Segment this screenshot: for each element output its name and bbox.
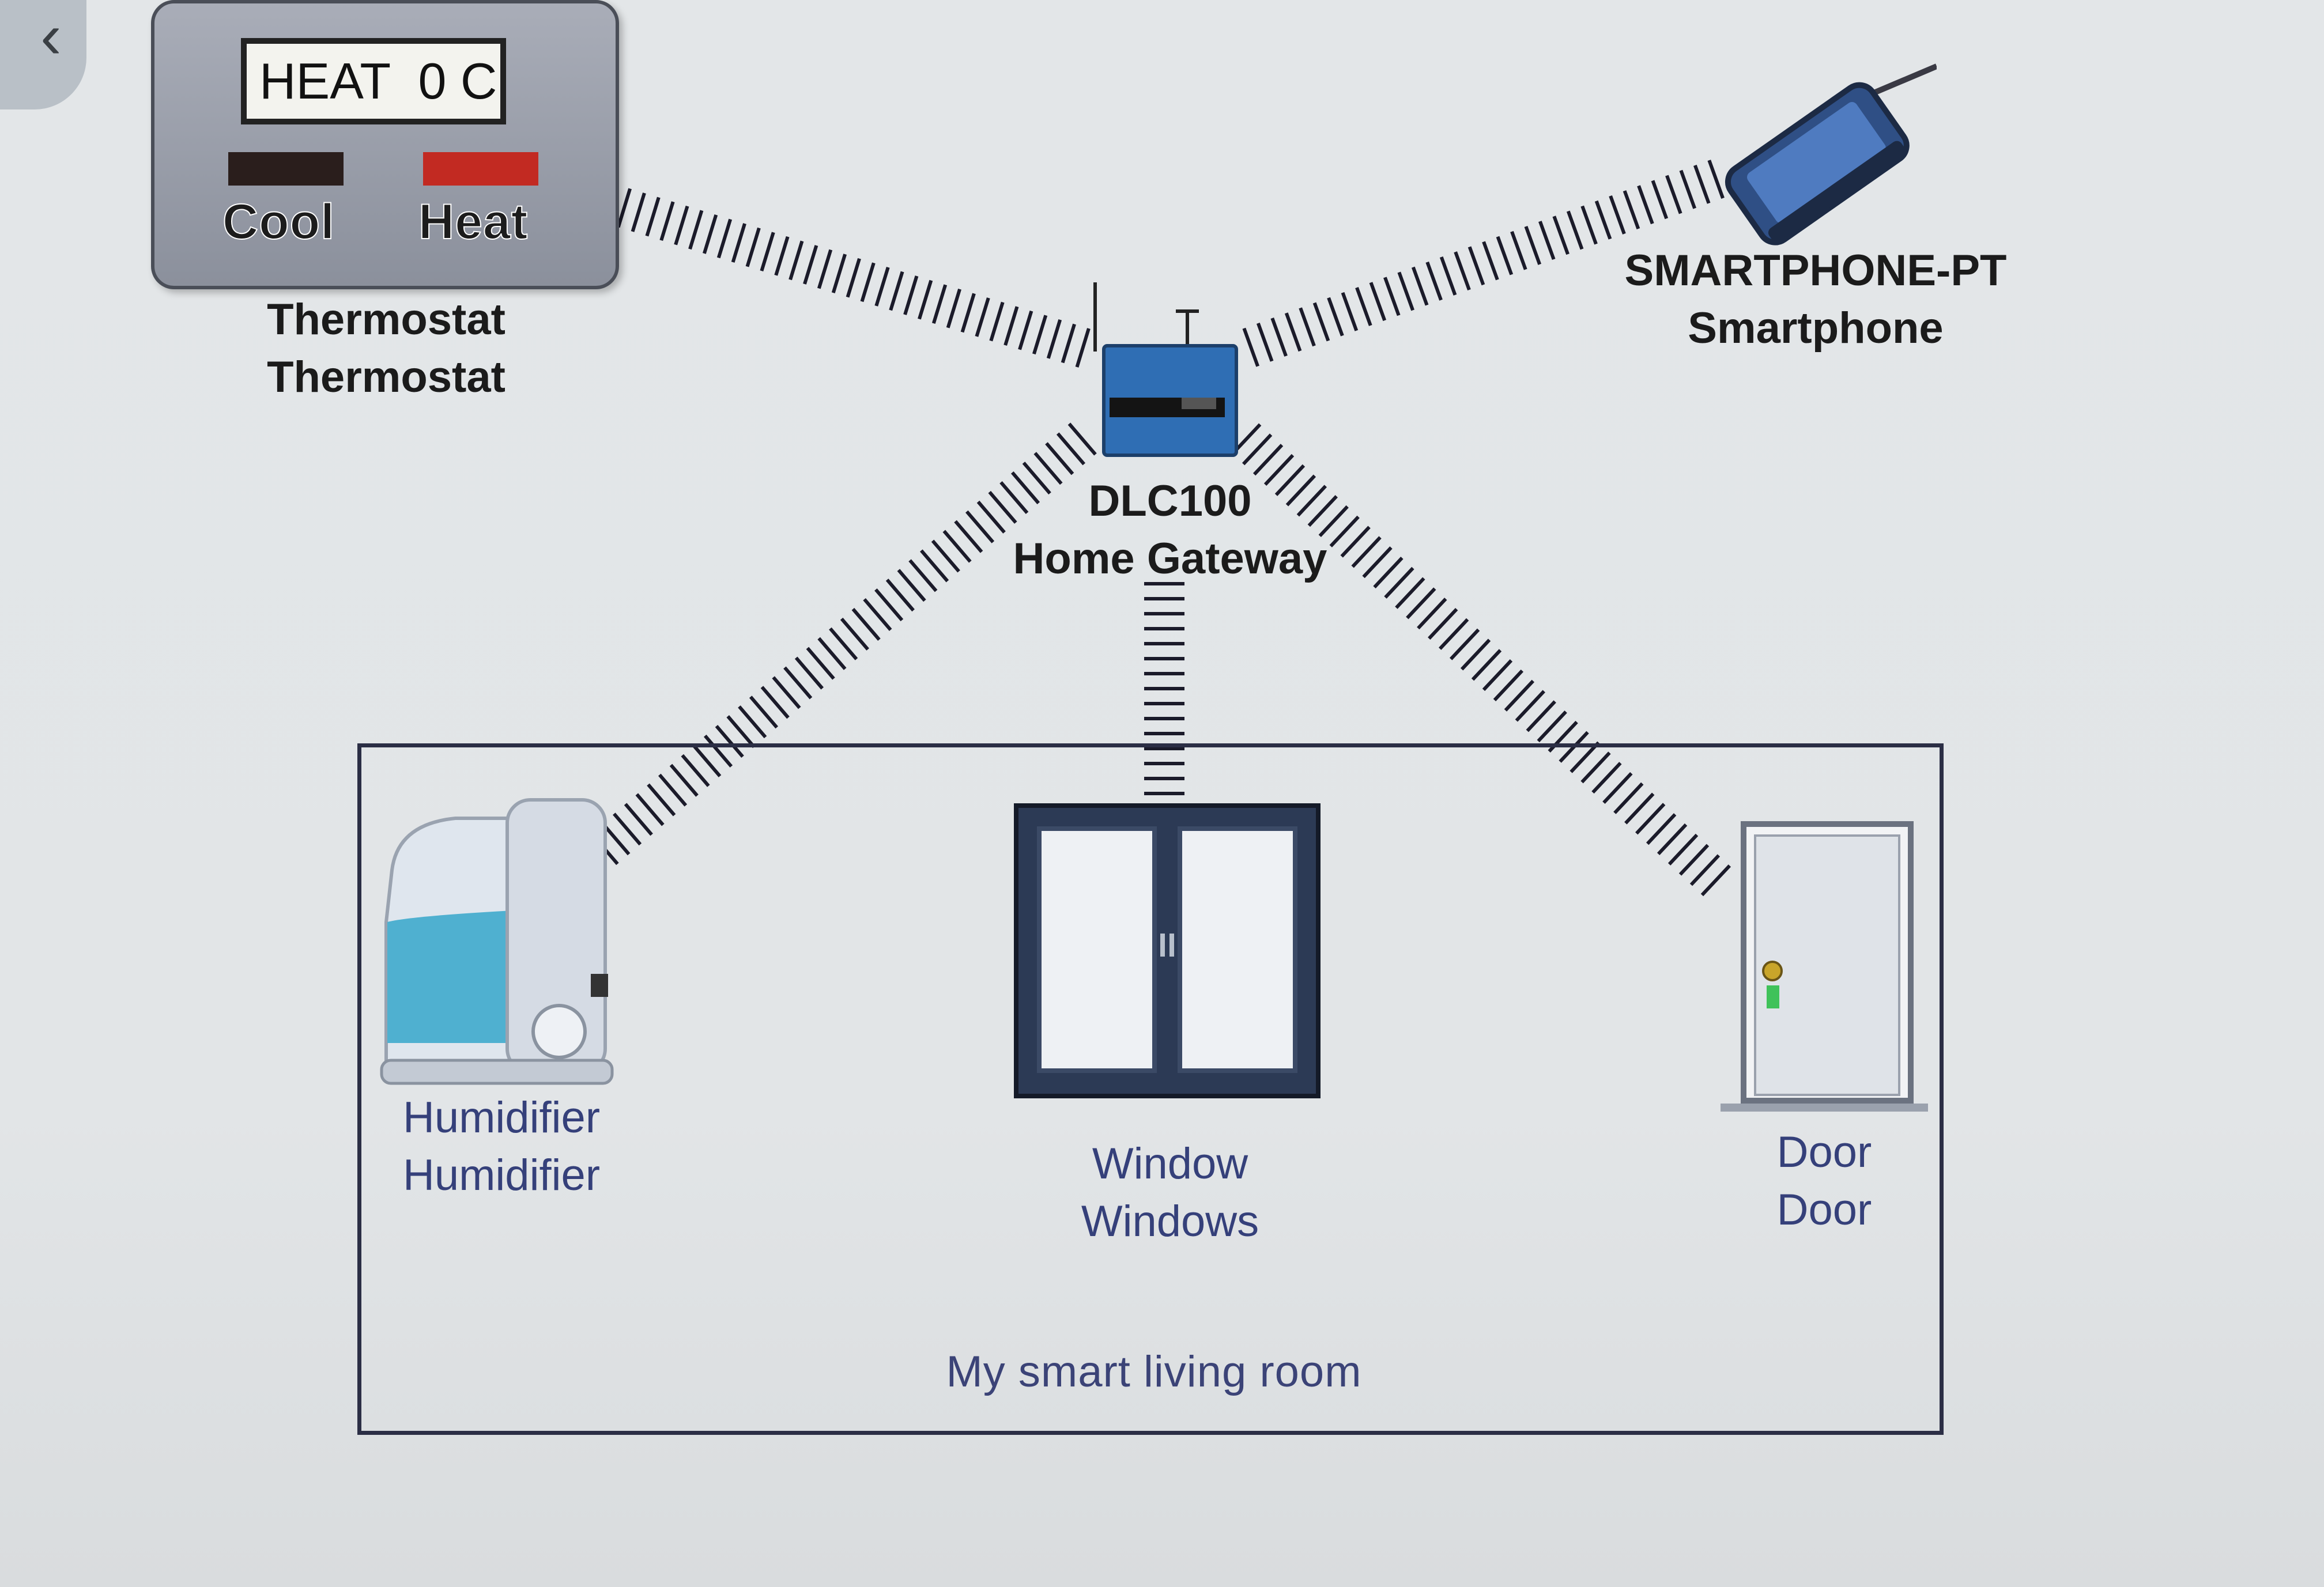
window-name: Window	[1092, 1139, 1248, 1188]
cool-button[interactable]: Cool	[222, 194, 335, 250]
smartphone-type: Smartphone	[1688, 304, 1944, 353]
door-icon[interactable]	[1721, 818, 1928, 1118]
home-gateway-icon[interactable]	[1089, 282, 1251, 473]
heat-button[interactable]: Heat	[418, 194, 529, 250]
humidifier-label: Humidifier Humidifier	[357, 1089, 646, 1204]
smartphone-label: SMARTPHONE-PT Smartphone	[1602, 242, 2029, 357]
cool-indicator-led	[228, 152, 344, 186]
thermostat-display: HEAT 0 C	[241, 38, 506, 124]
heat-indicator-led	[423, 152, 538, 186]
gateway-label: DLC100 Home Gateway	[991, 473, 1349, 588]
link-thermostat-gateway	[616, 188, 1101, 371]
door-name: Door	[1776, 1128, 1872, 1177]
window-type: Windows	[1081, 1197, 1259, 1246]
humidifier-type: Humidifier	[402, 1151, 601, 1200]
thermostat-type: Thermostat	[267, 353, 505, 402]
back-tab[interactable]: ‹	[0, 0, 86, 109]
thermostat-device[interactable]: HEAT 0 C Cool Heat	[151, 0, 619, 289]
gateway-name: DLC100	[1088, 477, 1252, 526]
room-container[interactable]: My smart living room	[357, 743, 1944, 1435]
link-gateway-humidifier	[586, 422, 1097, 868]
thermostat-name: Thermostat	[267, 295, 505, 344]
gateway-type: Home Gateway	[1013, 534, 1327, 583]
chevron-left-icon[interactable]: ‹	[40, 1, 62, 71]
window-label: Window Windows	[1026, 1135, 1314, 1250]
thermostat-label: Thermostat Thermostat	[242, 291, 530, 406]
window-icon[interactable]	[1012, 801, 1323, 1101]
room-caption: My smart living room	[946, 1347, 1362, 1396]
humidifier-name: Humidifier	[402, 1093, 601, 1142]
door-label: Door Door	[1680, 1124, 1968, 1239]
smartphone-icon[interactable]	[1695, 58, 1937, 248]
humidifier-icon[interactable]	[375, 789, 628, 1089]
door-type: Door	[1776, 1185, 1872, 1234]
smartphone-name: SMARTPHONE-PT	[1624, 246, 2007, 295]
